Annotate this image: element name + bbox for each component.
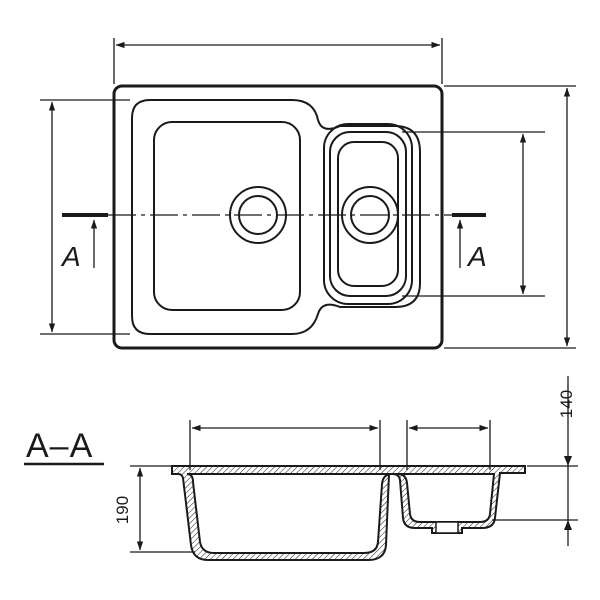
depth-right-arrow-top: [564, 456, 572, 466]
depth-right-label: 140: [557, 390, 576, 418]
small-bowl-drain-stub: [435, 521, 459, 534]
small-bowl-outer-ring: [323, 123, 413, 305]
section-profile-hatched: [171, 465, 526, 561]
small-bowl-middle-ring: [329, 131, 407, 297]
plan-view: A A: [40, 38, 576, 350]
cut-marker-right-label: A: [466, 241, 487, 272]
section-title: A–A: [26, 427, 93, 465]
section-view: A–A 190 140: [24, 376, 578, 561]
large-bowl-rim: [131, 99, 421, 335]
depth-right-arrow-bottom: [564, 520, 572, 530]
sink-outer-outline: [112, 84, 444, 350]
large-bowl-basin: [153, 121, 301, 311]
cut-marker-left-label: A: [60, 241, 81, 272]
depth-left-label: 190: [113, 496, 132, 524]
